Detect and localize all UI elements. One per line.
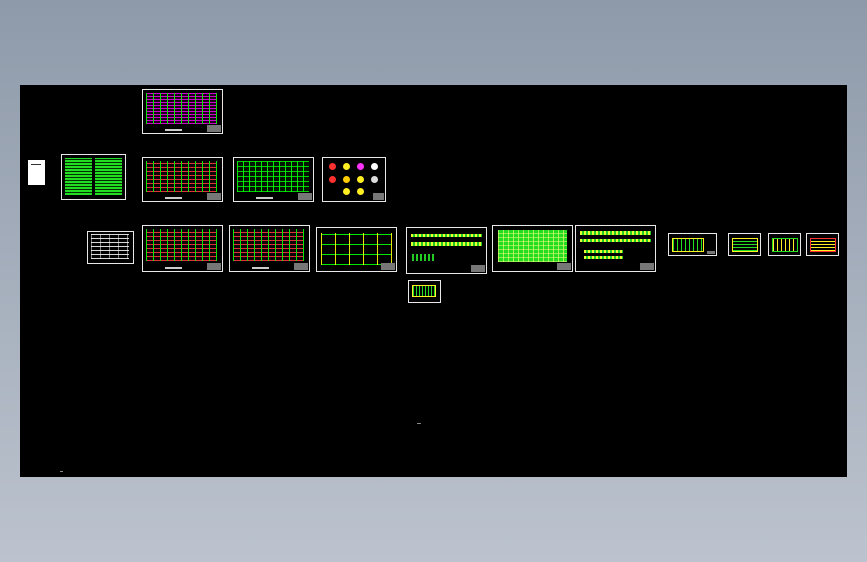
sheet-caption-line: [252, 267, 270, 270]
drawing-sheet[interactable]: [575, 225, 656, 272]
beam-band: [583, 255, 624, 259]
detail-sheet[interactable]: [768, 233, 801, 256]
detail-yellow: [357, 188, 364, 195]
detail-sheet[interactable]: [806, 233, 839, 256]
rebar-plan: [146, 160, 218, 192]
beam-band: [410, 234, 483, 238]
detail-sheet[interactable]: [408, 280, 441, 303]
detail-sheet[interactable]: [668, 233, 717, 256]
notes-block-left: [65, 158, 92, 195]
beam-grid: [320, 233, 393, 265]
drawing-sheet[interactable]: [142, 157, 223, 202]
origin-mark: [60, 471, 63, 472]
detail-yellow: [343, 188, 350, 195]
beam-band: [583, 250, 624, 254]
detail-drawing: [672, 238, 704, 252]
general-notes-sheet[interactable]: [61, 154, 126, 200]
detail-red: [329, 163, 336, 170]
drawing-sheet[interactable]: [142, 225, 223, 272]
detail-drawing: [810, 238, 836, 252]
rebar-plan: [146, 228, 218, 262]
sheet-caption-line: [165, 129, 183, 132]
detail-yellow: [343, 163, 350, 170]
drawing-sheet[interactable]: [229, 225, 310, 272]
rebar-plan: [233, 228, 305, 262]
title-block: [470, 264, 485, 272]
detail-drawing: [732, 238, 758, 252]
drawing-sheet[interactable]: [233, 157, 314, 202]
grid-plan: [237, 161, 310, 192]
drawing-sheet[interactable]: [406, 227, 487, 274]
details-sheet[interactable]: [322, 157, 386, 202]
detail-yellow: [343, 176, 350, 183]
title-block: [297, 193, 312, 200]
sheet-caption-line: [165, 197, 183, 200]
beam-detail: [411, 254, 436, 262]
notes-block-right: [95, 158, 122, 195]
title-block: [206, 125, 221, 132]
table-sheet[interactable]: [87, 231, 134, 264]
drawing-canvas[interactable]: [20, 85, 847, 477]
detail-drawing: [412, 285, 436, 297]
legend-lines: [31, 164, 41, 165]
title-block: [380, 263, 395, 270]
beam-band: [410, 242, 483, 246]
title-block: [706, 250, 715, 254]
title-block: [206, 193, 221, 200]
slab-plan: [497, 229, 568, 262]
drawing-sheet[interactable]: [492, 225, 573, 272]
sheet-caption-line: [165, 267, 183, 270]
title-block: [293, 262, 308, 270]
beam-band: [579, 238, 652, 242]
title-block: [556, 262, 571, 270]
detail-drawing: [772, 238, 798, 252]
drawing-sheet[interactable]: [316, 227, 397, 272]
beam-band: [579, 231, 652, 235]
rebar-plan: [146, 92, 218, 124]
detail-red: [329, 176, 336, 183]
title-block: [639, 262, 654, 270]
title-block: [372, 193, 384, 200]
detail-yellow: [357, 176, 364, 183]
legend-sheet[interactable]: [28, 160, 45, 185]
schedule-table: [90, 234, 130, 260]
detail-sheet[interactable]: [728, 233, 761, 256]
title-block: [206, 262, 221, 270]
detail-white: [371, 176, 378, 183]
sheet-caption-line: [256, 197, 274, 200]
drawing-sheet[interactable]: [142, 89, 223, 134]
stray-mark: [417, 423, 421, 424]
detail-white: [371, 163, 378, 170]
detail-magenta: [357, 163, 364, 170]
